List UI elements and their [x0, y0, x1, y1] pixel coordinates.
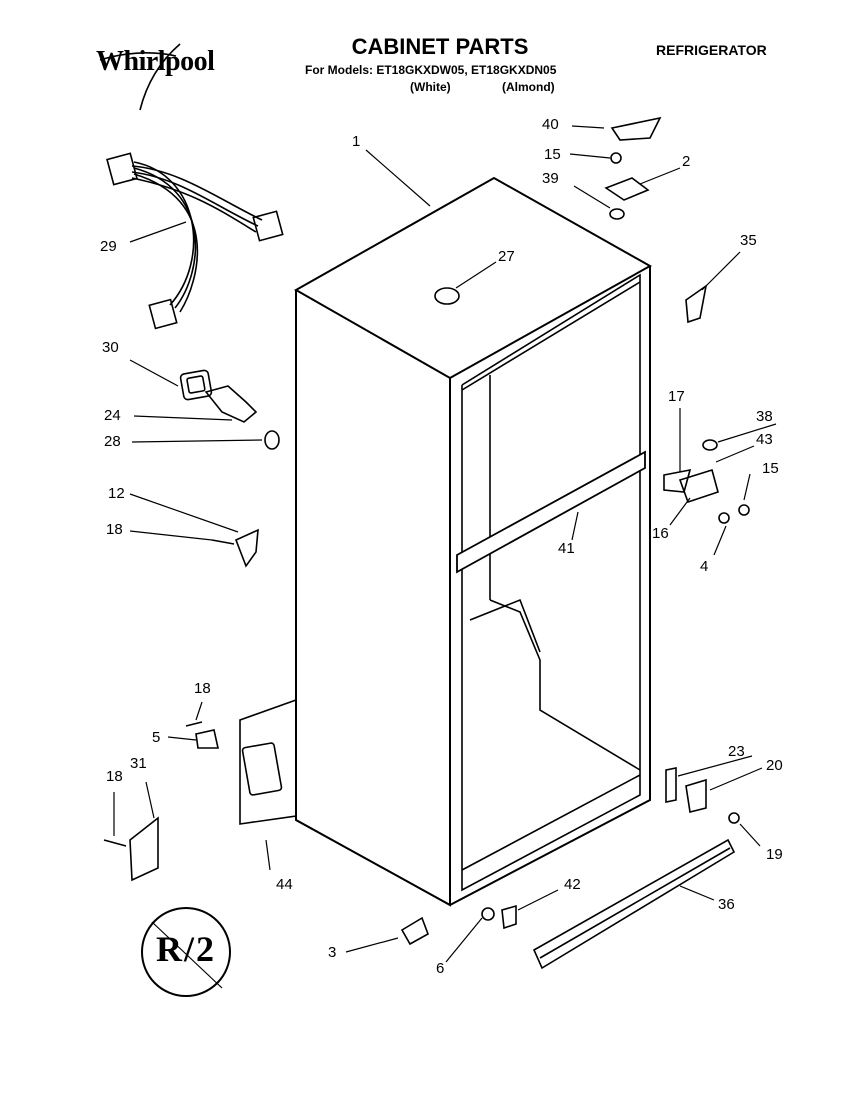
callout-29: 29: [100, 238, 117, 255]
callout-19: 19: [766, 846, 783, 863]
roller-3: [400, 916, 429, 946]
white-variant-label: (White): [410, 80, 451, 94]
almond-variant-label: (Almond): [502, 80, 555, 94]
revision-stamp: [141, 907, 231, 997]
callout-15-top: 15: [544, 146, 561, 163]
shim-17: [663, 468, 692, 493]
screw-6: [481, 907, 495, 921]
callout-23: 23: [728, 743, 745, 760]
divider-bar-41: [456, 450, 646, 574]
callout-12: 12: [108, 485, 125, 502]
ring-28: [264, 430, 280, 450]
screw-15-hinge: [738, 504, 750, 516]
model-list: For Models: ET18GKXDW05, ET18GKXDN05: [305, 63, 557, 77]
callout-43: 43: [756, 431, 773, 448]
callout-30: 30: [102, 339, 119, 356]
callout-2: 2: [682, 153, 691, 170]
callout-18-upper: 18: [106, 521, 123, 538]
cabinet-body: [293, 176, 653, 907]
callout-18-low: 18: [106, 768, 123, 785]
screw-18-upper: [211, 539, 235, 545]
top-hinge-2: [604, 177, 650, 201]
toe-grille-36: [532, 838, 736, 970]
clip-42: [501, 904, 517, 930]
callout-41: 41: [558, 540, 575, 557]
callout-16: 16: [652, 525, 669, 542]
leader-lines: [113, 125, 777, 963]
spacer-39: [609, 208, 625, 220]
callout-6: 6: [436, 960, 445, 977]
callout-15-hinge: 15: [762, 460, 779, 477]
callout-44: 44: [276, 876, 293, 893]
cap-38: [702, 439, 718, 451]
callout-36: 36: [718, 896, 735, 913]
callout-17: 17: [668, 388, 685, 405]
screw-19: [728, 812, 740, 824]
bottom-hinge-20: [685, 778, 707, 813]
callout-4: 4: [700, 558, 709, 575]
screw-18-mid: [185, 721, 203, 727]
shim-23: [665, 767, 677, 803]
clip-5: [195, 729, 219, 749]
callout-27: 27: [498, 248, 515, 265]
screw-18-low: [103, 839, 127, 847]
callout-5: 5: [152, 729, 161, 746]
callout-24: 24: [104, 407, 121, 424]
callout-39: 39: [542, 170, 559, 187]
product-type: REFRIGERATOR: [656, 42, 767, 58]
revision-stamp-text: R/2: [156, 929, 216, 969]
wire-harness-29: [106, 152, 284, 330]
callout-18-mid: 18: [194, 680, 211, 697]
callout-31: 31: [130, 755, 147, 772]
callout-38: 38: [756, 408, 773, 425]
callout-3: 3: [328, 944, 337, 961]
bracket-12: [234, 528, 259, 568]
callout-28: 28: [104, 433, 121, 450]
toe-plate-44: [239, 698, 297, 825]
screw-4: [718, 512, 730, 524]
callout-42: 42: [564, 876, 581, 893]
callout-20: 20: [766, 757, 783, 774]
logo-swoosh-tail: [139, 43, 181, 111]
clip-35: [685, 284, 708, 324]
page-title: CABINET PARTS: [351, 34, 529, 59]
cover-31: [129, 816, 159, 882]
center-hinge-16: [678, 468, 719, 504]
callout-1: 1: [352, 133, 361, 150]
screw-15-top: [610, 152, 622, 164]
plug-27: [434, 287, 460, 305]
grommet-30: [179, 369, 213, 401]
callout-35: 35: [740, 232, 757, 249]
hinge-cover-40: [610, 116, 662, 141]
thermostat-24: [204, 385, 258, 423]
callout-40: 40: [542, 116, 559, 133]
